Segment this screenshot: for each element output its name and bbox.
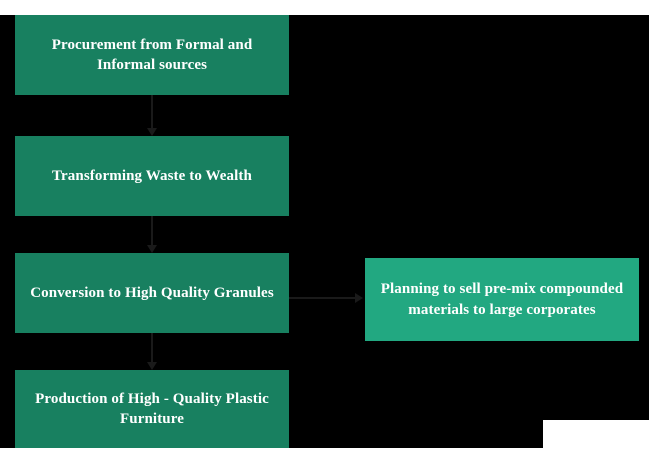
- flow-node-conversion[interactable]: Conversion to High Quality Granules: [15, 253, 289, 333]
- arrowhead-down-icon: [147, 362, 157, 370]
- flow-node-procurement[interactable]: Procurement from Formal and Informal sou…: [15, 15, 289, 95]
- flow-node-label: Transforming Waste to Wealth: [52, 167, 252, 184]
- flow-node-label: Conversion to High Quality Granules: [30, 284, 274, 301]
- flow-node-label: Procurement from Formal and Informal sou…: [51, 36, 253, 73]
- flow-node-label: Production of High - Quality Plastic Fur…: [35, 390, 269, 427]
- flow-node-transforming[interactable]: Transforming Waste to Wealth: [15, 136, 289, 216]
- arrowhead-right-icon: [355, 293, 363, 303]
- flow-node-planning[interactable]: Planning to sell pre-mix compounded mate…: [365, 258, 639, 341]
- flow-node-production[interactable]: Production of High - Quality Plastic Fur…: [15, 370, 289, 448]
- arrowhead-down-icon: [147, 245, 157, 253]
- connector-line: [151, 95, 153, 130]
- connector-line: [151, 333, 153, 364]
- arrowhead-down-icon: [147, 128, 157, 136]
- connector-line: [289, 297, 357, 299]
- diagram-backdrop-notch: [543, 420, 649, 448]
- flow-node-label: Planning to sell pre-mix compounded mate…: [380, 281, 624, 318]
- connector-line: [151, 216, 153, 247]
